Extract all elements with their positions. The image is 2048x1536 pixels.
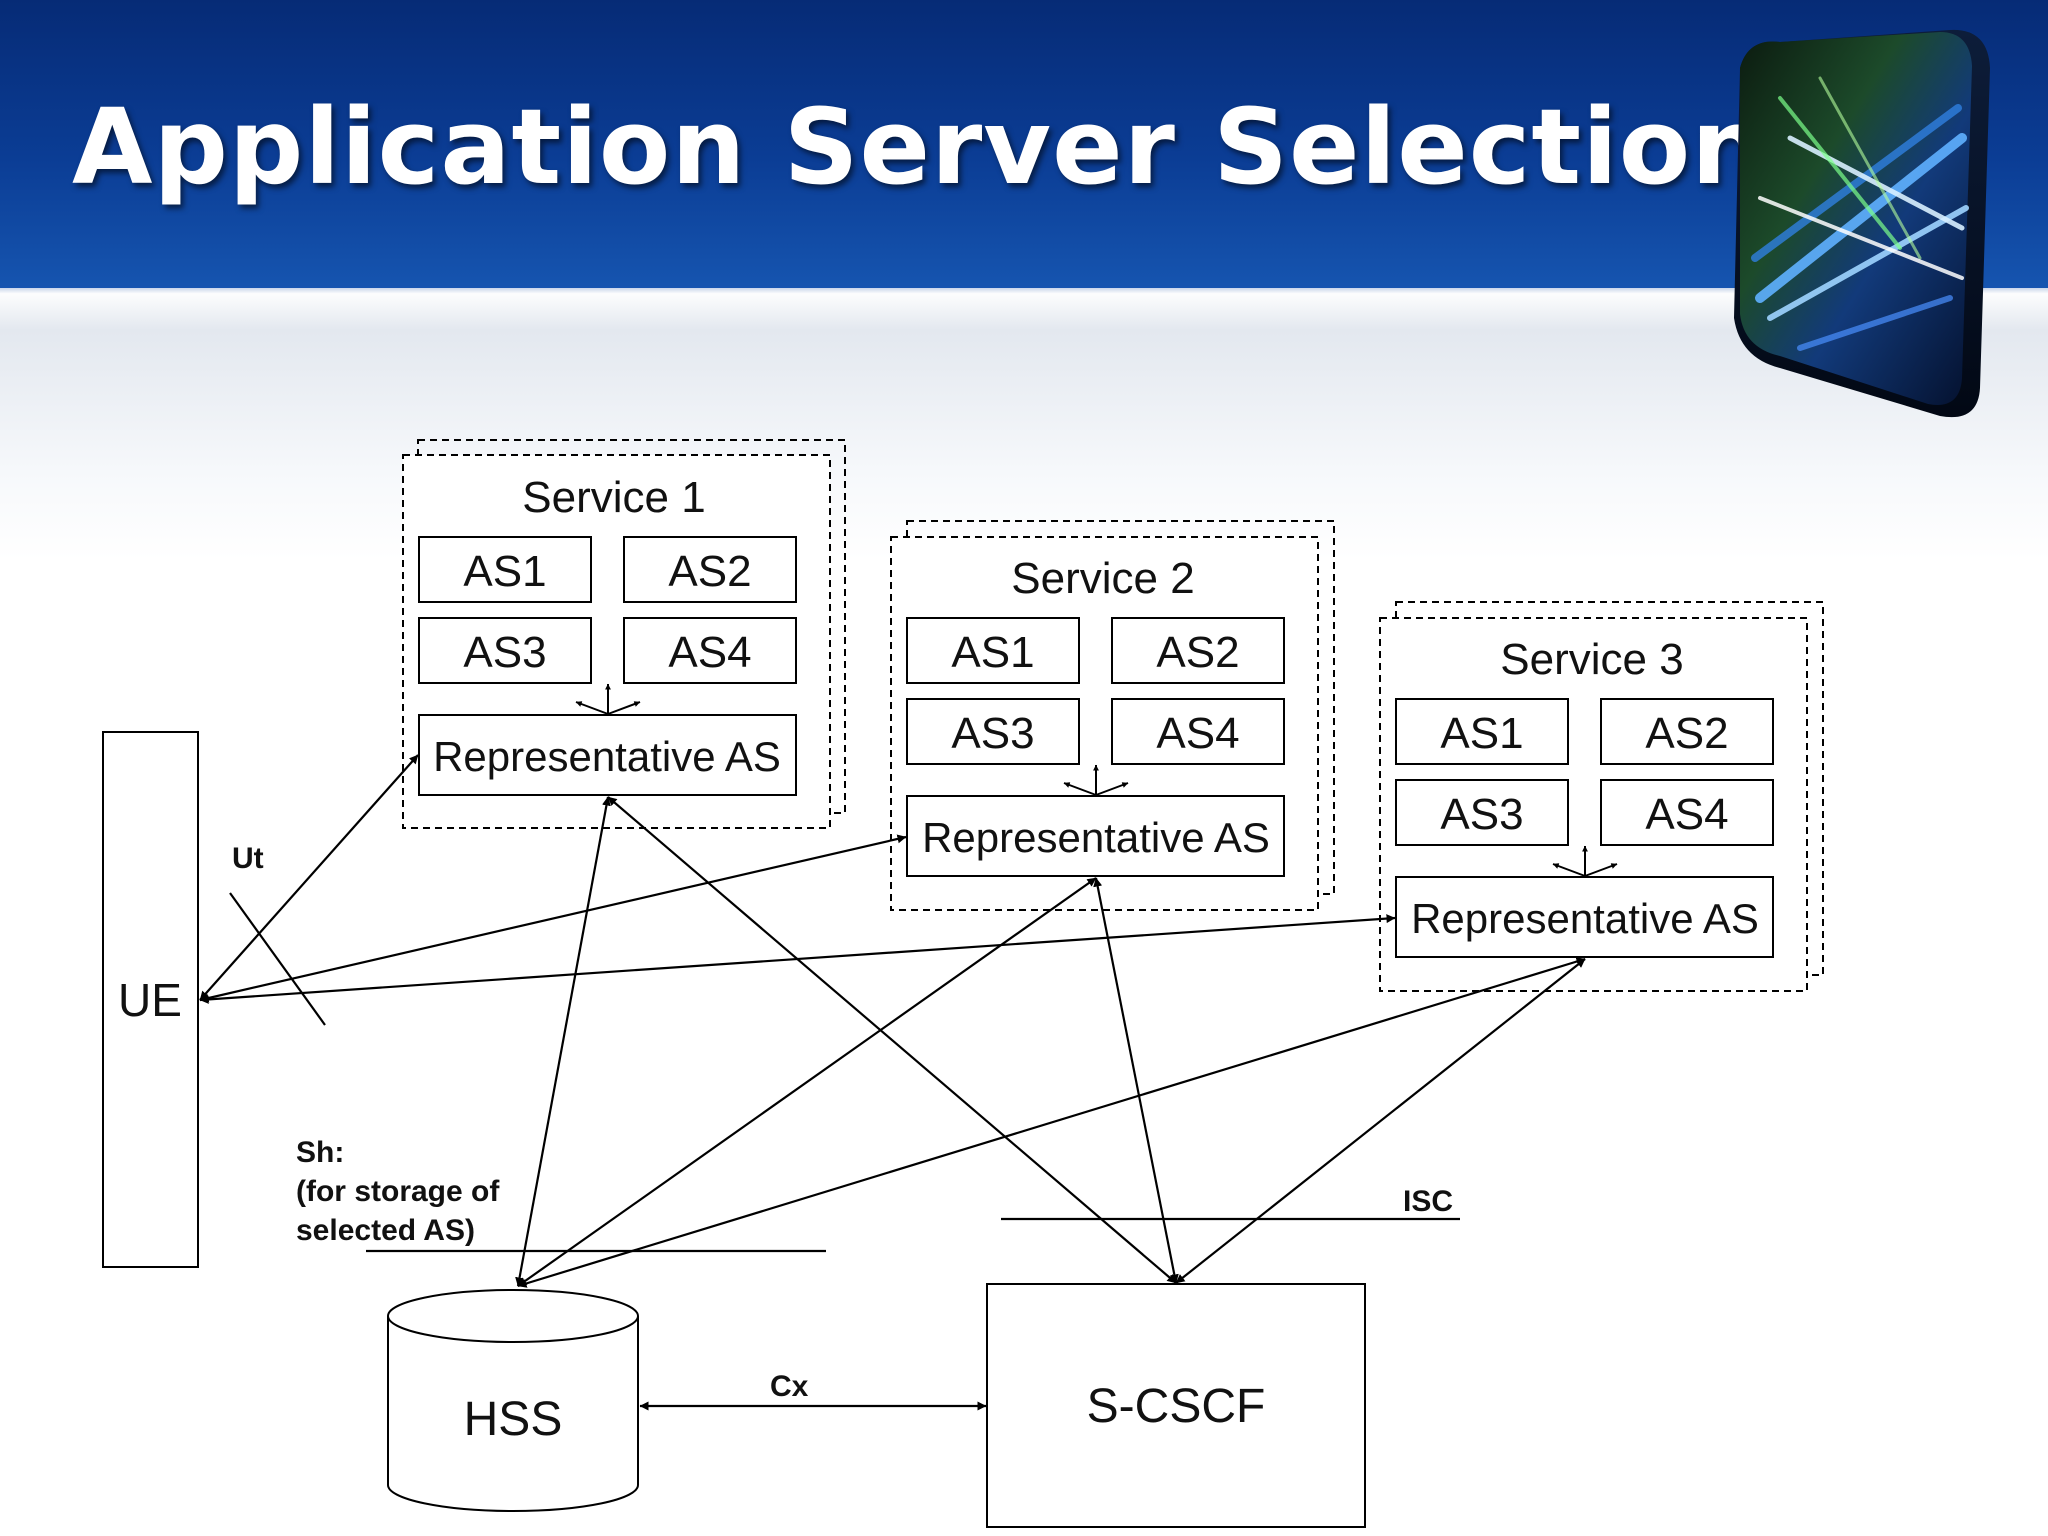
title-banner xyxy=(0,0,2048,290)
service-3-representative-as-box xyxy=(1395,876,1774,958)
sh-label-line-3: selected AS) xyxy=(296,1214,475,1247)
service-1-as1-box xyxy=(418,536,592,603)
service-1-as3-label: AS3 xyxy=(463,628,546,677)
service-2-representative-as-label: Representative AS xyxy=(922,814,1270,861)
service-1-fanout-arrows xyxy=(575,683,641,715)
ue-label: UE xyxy=(118,974,182,1026)
sh-label-line-1: Sh: xyxy=(296,1136,344,1169)
service-3-as2-box xyxy=(1600,698,1774,765)
hss-label: HSS xyxy=(464,1393,563,1446)
service-3-as3-label: AS3 xyxy=(1440,790,1523,839)
service-3-as4-box xyxy=(1600,779,1774,846)
service-3-title: Service 3 xyxy=(1500,635,1683,684)
ut-label: Ut xyxy=(232,842,264,875)
service-1-representative-as-label: Representative AS xyxy=(433,733,781,780)
service-2-title: Service 2 xyxy=(1011,554,1194,603)
service-2-as4-box xyxy=(1111,698,1285,765)
service-1-representative-as-box xyxy=(418,714,797,796)
service-2-as3-box xyxy=(906,698,1080,765)
service-3-as1-label: AS1 xyxy=(1440,709,1523,758)
s-cscf-box xyxy=(986,1283,1366,1528)
service-2-as2-label: AS2 xyxy=(1156,628,1239,677)
service-2-as1-label: AS1 xyxy=(951,628,1034,677)
service-3-as2-label: AS2 xyxy=(1645,709,1728,758)
hss-database: HSS xyxy=(387,1289,639,1512)
cx-label: Cx xyxy=(770,1370,809,1403)
service-3-representative-as-label: Representative AS xyxy=(1411,895,1759,942)
service-3-as3-box xyxy=(1395,779,1569,846)
service-1-as4-box xyxy=(623,617,797,684)
hss-to-service-3-arrow xyxy=(517,957,1586,1288)
hss-to-service-1-arrow xyxy=(515,796,611,1287)
service-1-as3-box xyxy=(418,617,592,684)
slide-title: Application Server Selection xyxy=(72,86,1767,208)
service-2-group: Service 2 AS1 AS2 AS3 AS4 Representative… xyxy=(890,520,1335,911)
banner-divider xyxy=(0,288,2048,294)
light-cube-logo xyxy=(1734,29,1990,418)
service-1-as4-label: AS4 xyxy=(668,628,751,677)
service-2-as1-box xyxy=(906,617,1080,684)
connector-lines xyxy=(199,754,1586,1411)
service-2-fanout-arrows xyxy=(1063,764,1129,796)
scscf-to-service-2-arrow xyxy=(1093,877,1179,1284)
ue-to-service-1-arrow xyxy=(199,754,419,1001)
scscf-to-service-3-arrow xyxy=(1175,958,1586,1284)
service-2-as2-box xyxy=(1111,617,1285,684)
service-2-as4-label: AS4 xyxy=(1156,709,1239,758)
service-3-as1-box xyxy=(1395,698,1569,765)
scscf-to-service-1-arrow xyxy=(607,796,1177,1284)
sh-label-line-2: (for storage of xyxy=(296,1175,500,1208)
s-cscf-label: S-CSCF xyxy=(1087,1380,1266,1433)
service-3-as4-label: AS4 xyxy=(1645,790,1728,839)
service-1-title: Service 1 xyxy=(522,473,705,522)
service-1-as2-box xyxy=(623,536,797,603)
service-3-group: Service 3 AS1 AS2 AS3 AS4 Representative… xyxy=(1379,601,1824,992)
service-1-as1-label: AS1 xyxy=(463,547,546,596)
isc-label: ISC xyxy=(1403,1185,1453,1218)
service-2-as3-label: AS3 xyxy=(951,709,1034,758)
hss-to-service-2-arrow xyxy=(517,877,1097,1287)
service-1-as2-label: AS2 xyxy=(668,547,751,596)
service-1-group: Service 1 AS1 AS2 AS3 AS4 Representative… xyxy=(402,439,846,829)
service-3-fanout-arrows xyxy=(1552,845,1618,877)
ut-interface-marker xyxy=(229,892,326,1026)
ue-box xyxy=(102,731,199,1268)
